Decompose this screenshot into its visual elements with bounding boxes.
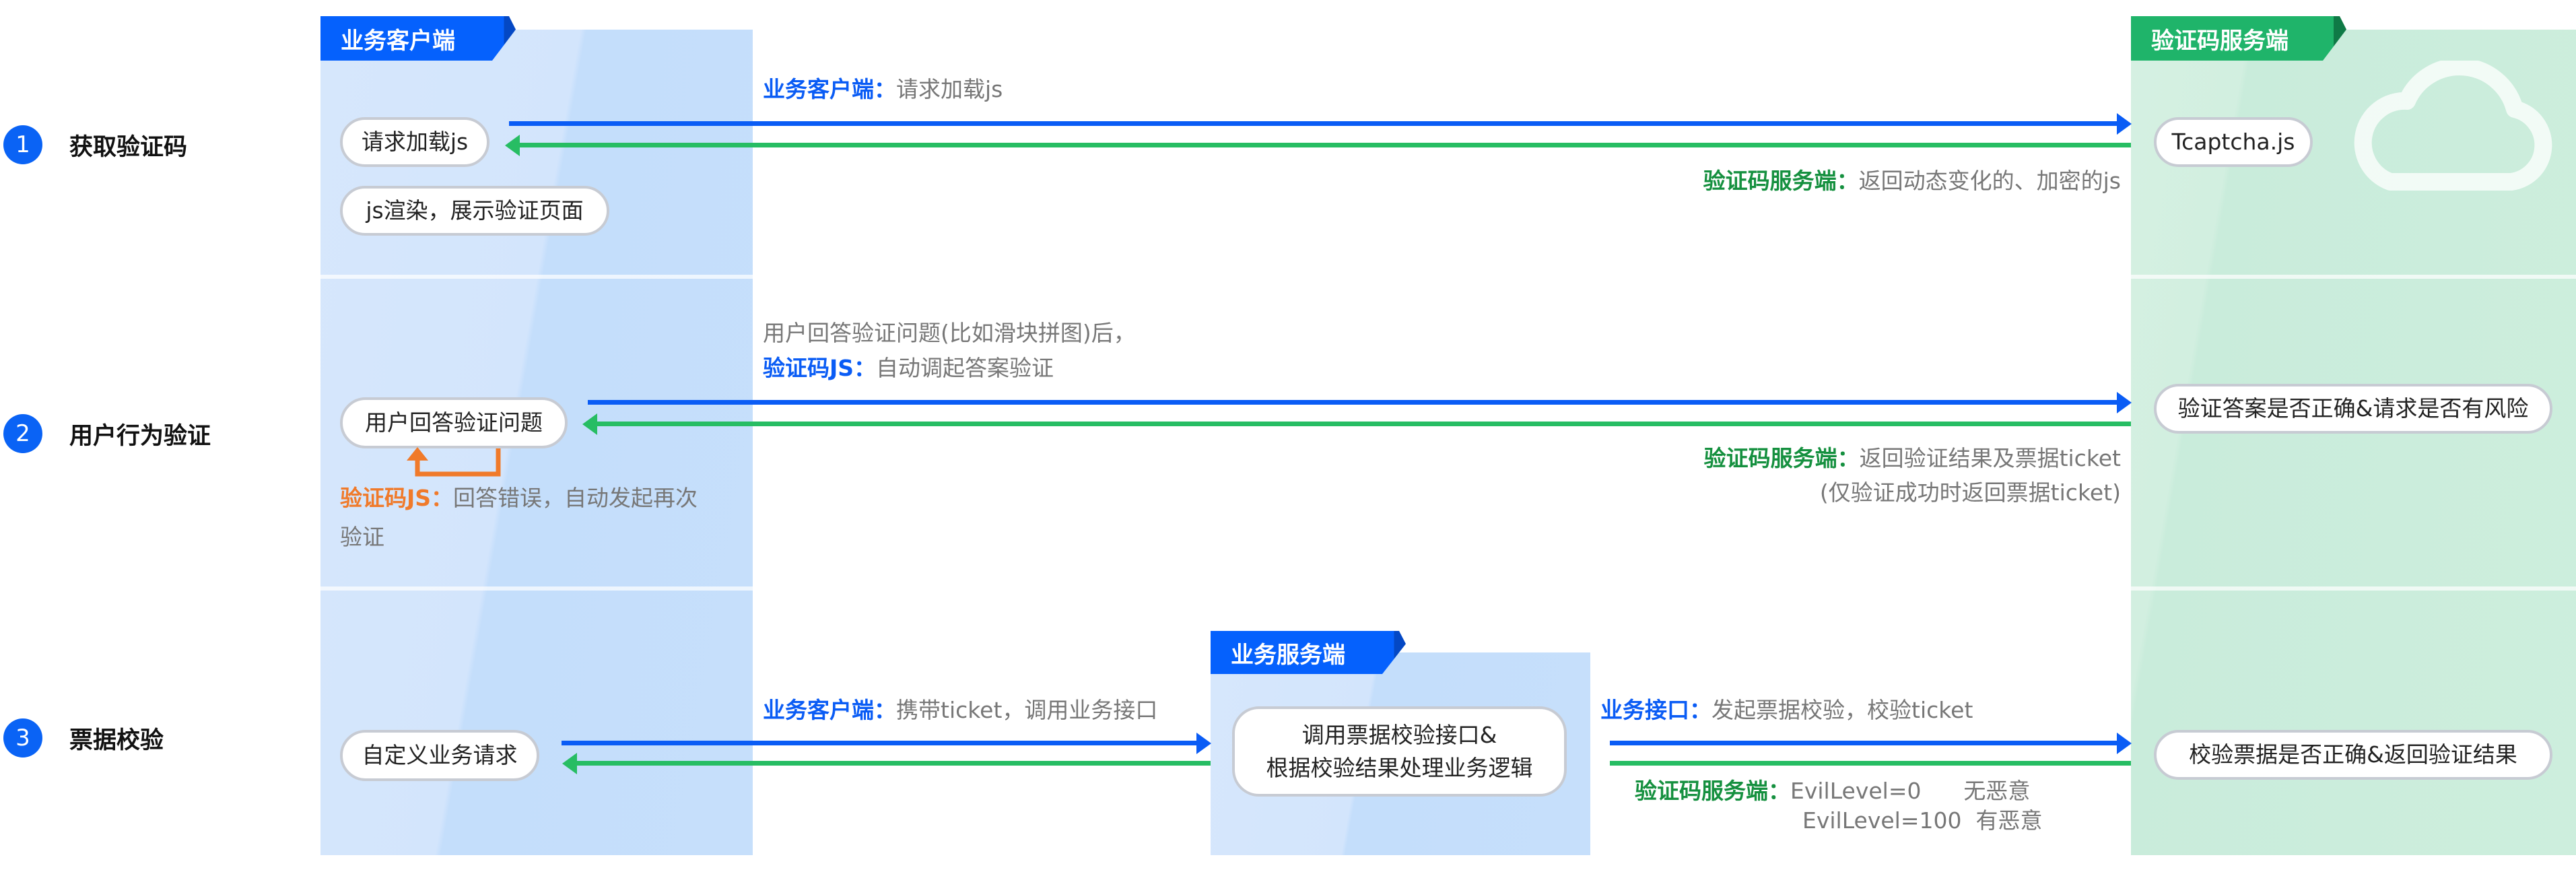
arrow-head [582,413,597,435]
response-arrow [518,143,2131,147]
step-1: 1 获取验证码 [3,125,187,164]
api-verify-label: 业务接口：发起票据校验，校验ticket [1600,697,1973,723]
verify-request-arrow [588,400,2118,405]
evil-level-label-2: EvilLevel=100 有恶意 [1802,807,2043,834]
response-js-label: 验证码服务端：返回动态变化的、加密的js [1703,168,2121,194]
service-lane-tab: 验证码服务端 [2131,16,2346,61]
step-label: 用户行为验证 [69,422,211,450]
evil-level-label: 验证码服务端：EvilLevel=0 无恶意 [1635,778,2031,804]
arrow-head [2117,733,2132,754]
custom-request-node: 自定义业务请求 [340,730,539,781]
render-js-node: js渲染，展示验证页面 [340,186,609,236]
biz-server-lane-tab: 业务服务端 [1211,631,1406,674]
answer-hint: 用户回答验证问题(比如滑块拼图)后， [763,320,1136,346]
arrow-head [562,753,577,774]
biz-verify-line2: 根据校验结果处理业务逻辑 [1266,755,1533,781]
auto-verify-label: 验证码JS：自动调起答案验证 [763,355,1054,381]
ticket-check-node: 校验票据是否正确&返回验证结果 [2154,730,2552,780]
arrow-head [2117,392,2132,413]
step-number: 2 [3,414,42,453]
service-lane [2131,30,2576,855]
cloud-icon [2354,61,2552,191]
step-label: 获取验证码 [69,133,188,161]
user-answer-node: 用户回答验证问题 [340,397,568,448]
request-js-label: 业务客户端：请求加载js [763,76,1003,102]
biz-verify-line1: 调用票据校验接口& [1301,721,1497,748]
tcaptcha-js-node: Tcaptcha.js [2154,117,2313,167]
step-2: 2 用户行为验证 [3,414,211,453]
verify-result-note: (仅验证成功时返回票据ticket) [1819,479,2121,506]
step-3: 3 票据校验 [3,718,164,758]
arrow-head [505,135,520,156]
verify-answer-node: 验证答案是否正确&请求是否有风险 [2154,384,2552,434]
biz-response-arrow [576,761,1211,766]
arrow-head [2117,113,2132,135]
ticket-verify-arrow [1610,741,2118,745]
biz-verify-node: 调用票据校验接口& 根据校验结果处理业务逻辑 [1232,706,1567,797]
step-number: 1 [3,125,42,164]
client-lane-tab: 业务客户端 [320,16,516,61]
row-divider [320,586,753,591]
biz-request-arrow [562,741,1197,745]
step-label: 票据校验 [69,727,164,754]
row-divider [2131,275,2576,279]
request-arrow [509,121,2118,126]
row-divider [2131,586,2576,591]
request-js-node: 请求加载js [340,117,489,167]
carry-ticket-label: 业务客户端：携带ticket，调用业务接口 [763,697,1158,723]
retry-label-cont: 验证 [340,524,384,550]
row-divider [320,275,753,279]
verify-result-label: 验证码服务端：返回验证结果及票据ticket [1703,445,2121,471]
ticket-result-arrow [1610,761,2131,766]
retry-label: 验证码JS：回答错误，自动发起再次 [340,485,698,511]
verify-response-arrow [596,422,2131,426]
arrow-head [1196,733,1211,754]
retry-loop-arrow [407,447,501,477]
step-number: 3 [3,718,42,758]
